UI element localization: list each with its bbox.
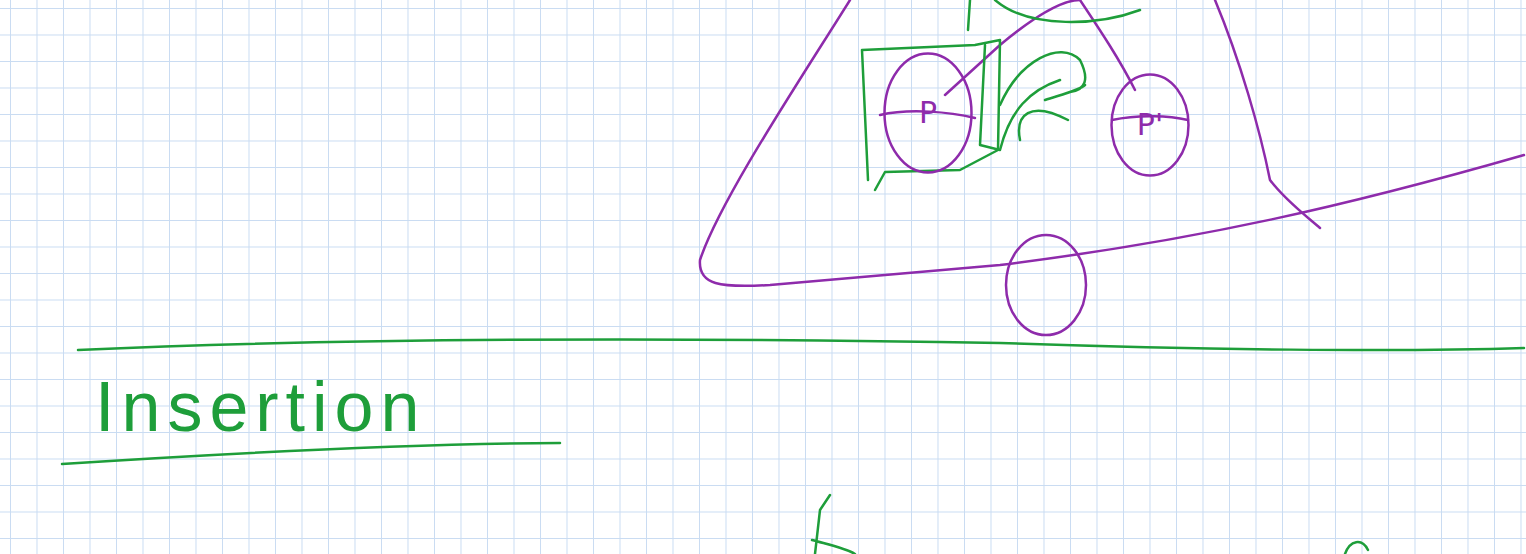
partial-mark: [1345, 542, 1368, 554]
green-scribble: [968, 0, 1140, 150]
heading: Insertion: [95, 372, 426, 442]
point-label: P': [1137, 110, 1163, 140]
partial-mark: [812, 495, 855, 554]
divider-line: [78, 339, 1524, 350]
title-underline: [62, 443, 560, 464]
triangle-outline: [700, 0, 1524, 286]
triangle-side: [1215, 0, 1320, 228]
point-label: P: [919, 98, 937, 128]
green-box: [862, 40, 1000, 190]
circle-outline: [1112, 75, 1189, 176]
circle-node: P: [883, 52, 973, 174]
circle-outline: [885, 54, 972, 173]
circle-node: P': [1110, 73, 1190, 177]
bottom-circle: [1006, 235, 1086, 335]
